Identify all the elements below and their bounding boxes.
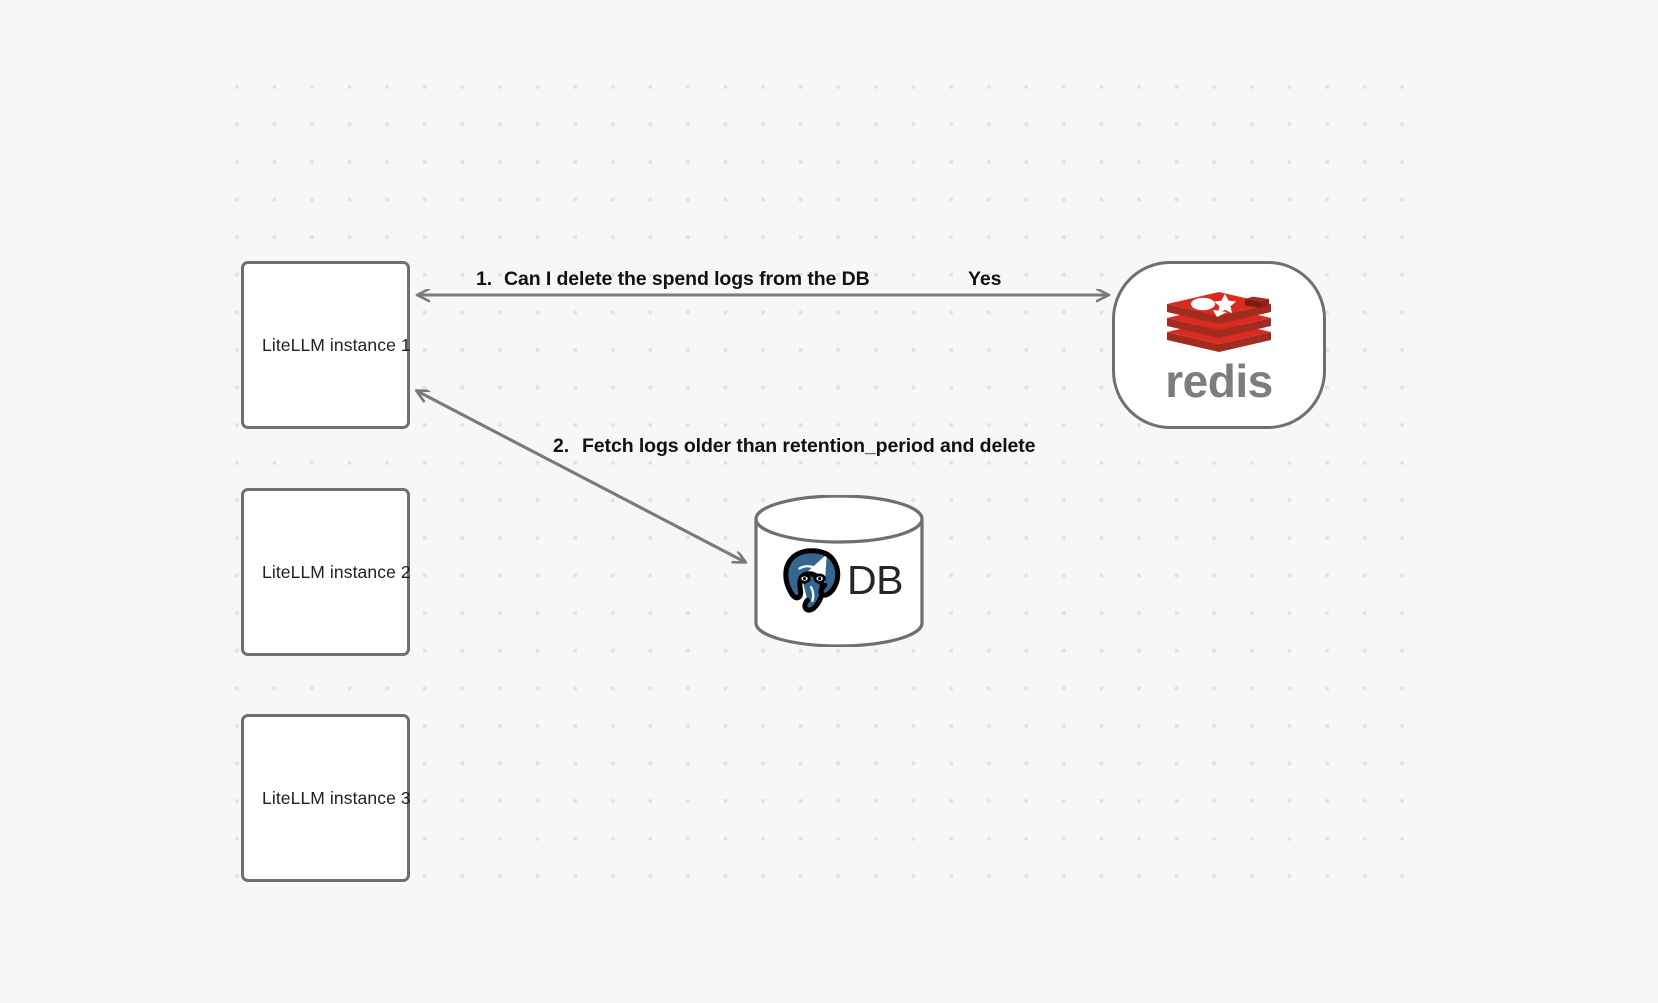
database-logo-group: DB: [753, 504, 925, 656]
database-label: DB: [847, 556, 903, 603]
node-litellm-instance-3[interactable]: LiteLLM instance 3: [241, 714, 411, 882]
edge-1-reply-label: Yes: [968, 268, 1002, 290]
node-litellm-instance-1-label: LiteLLM instance 1: [262, 334, 411, 355]
edge-1-step-number: 1.: [476, 268, 493, 290]
edge-litellm1-db: [417, 391, 745, 562]
redis-logo-icon: [1167, 292, 1271, 352]
redis-logo-group: redis: [1163, 282, 1275, 404]
edge-2-step-number: 2.: [553, 435, 570, 457]
postgresql-elephant-icon: [783, 548, 841, 613]
node-litellm-instance-2[interactable]: LiteLLM instance 2: [241, 488, 411, 656]
node-redis[interactable]: redis: [1112, 261, 1326, 429]
node-litellm-instance-1[interactable]: LiteLLM instance 1: [241, 261, 411, 429]
redis-wordmark-label: redis: [1165, 355, 1273, 407]
edge-1-label: Can I delete the spend logs from the DB: [504, 268, 870, 290]
node-database[interactable]: DB: [753, 495, 925, 647]
node-litellm-instance-2-label: LiteLLM instance 2: [262, 561, 411, 582]
edge-2-label: Fetch logs older than retention_period a…: [582, 435, 1036, 457]
node-litellm-instance-3-label: LiteLLM instance 3: [262, 787, 411, 808]
